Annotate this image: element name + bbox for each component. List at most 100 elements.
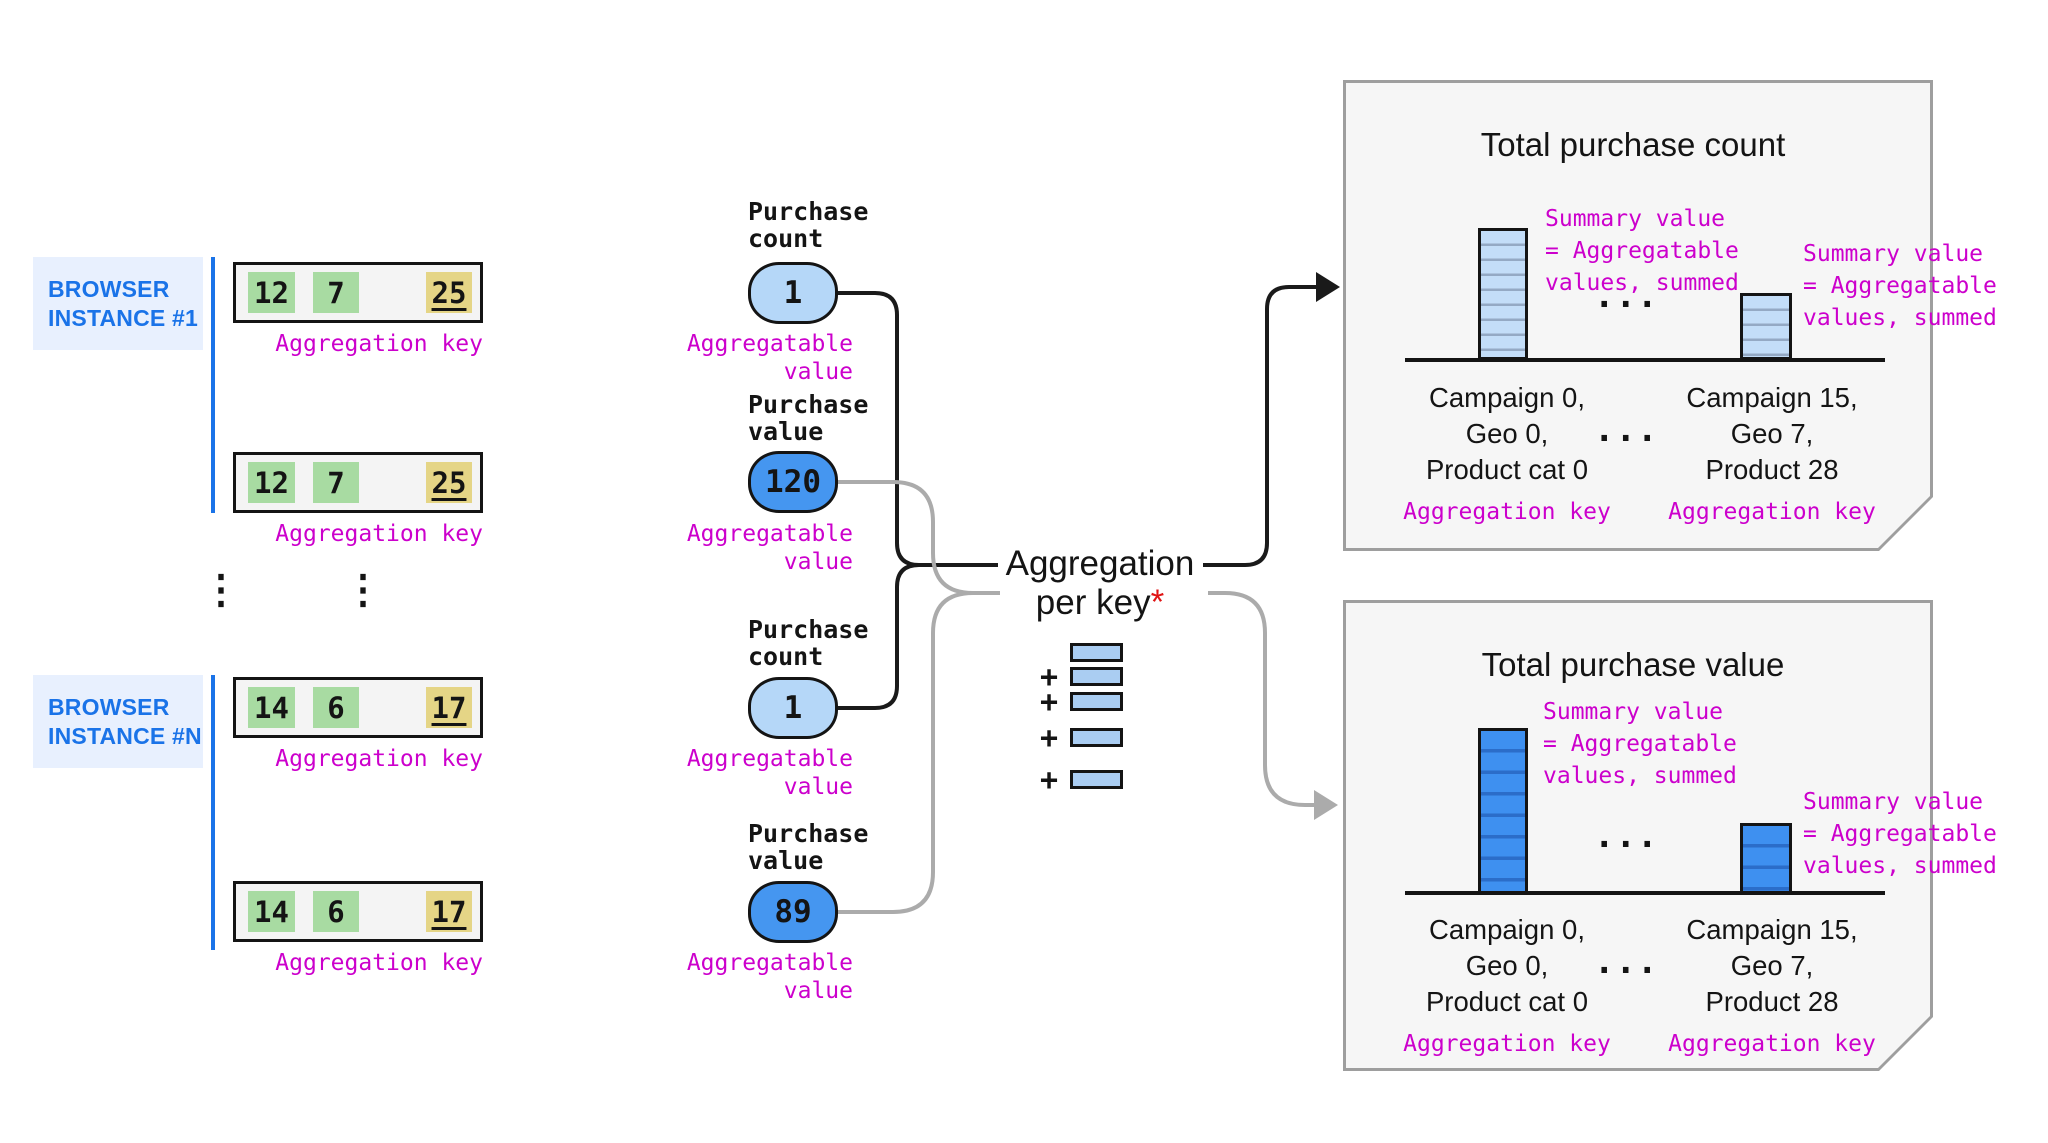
count-key2-label: Campaign 15, Geo 7, Product 28 [1652,380,1892,488]
browser-instance-n-line1: BROWSER [48,694,170,720]
key-cell-geo: 6 [313,891,359,932]
key-cell-campaign: 14 [248,891,295,932]
caption-line: value [783,978,853,1004]
aggregatable-value-caption-1: Aggregatable value [640,330,853,386]
card-background [1346,603,1930,1068]
key-cell-product: 17 [426,891,472,932]
key-cell-value: 14 [254,894,289,929]
summary-note-line: Summary value [1543,699,1724,725]
footnote-asterisk: * [1150,583,1165,622]
key-label-line: Geo 0, [1465,950,1549,981]
browser-instance-1-label: BROWSER INSTANCE #1 [33,257,203,350]
value-bar-key1 [1478,728,1528,895]
ellipsis-vertical-left: ⋮ [201,567,241,613]
metric-title-line: Purchase [748,197,869,226]
summary-note-line: = Aggregatable [1543,731,1737,757]
aggregation-key-caption-2: Aggregation key [275,521,483,547]
key-label-line: Product 28 [1705,986,1839,1017]
count-key2-caption: Aggregation key [1668,499,1876,525]
caption-line: Aggregatable [686,746,853,772]
caption-line: value [783,549,853,575]
summand-bar-4 [1070,728,1123,747]
count-bar-key1 [1478,228,1528,360]
purchase-value-n-value: 89 [774,894,812,930]
total-purchase-count-card [1343,80,1933,551]
purchase-count-1-value: 1 [783,275,803,311]
aggregatable-value-caption-3: Aggregatable value [640,745,853,801]
aggregatable-value-caption-2: Aggregatable value [640,520,853,576]
key-cell-value: 25 [431,465,467,500]
summary-note-value-right: Summary value = Aggregatable values, sum… [1803,786,1997,882]
plus-sign-4: + [1040,763,1059,798]
summary-note-count-right: Summary value = Aggregatable values, sum… [1803,238,1997,334]
count-key1-label: Campaign 0, Geo 0, Product cat 0 [1387,380,1627,488]
summary-note-line: = Aggregatable [1545,238,1739,264]
key-label-line: Campaign 15, [1686,914,1858,945]
summand-bar-5 [1070,770,1123,789]
value-key2-caption: Aggregation key [1668,1031,1876,1057]
browser-instance-1-line1: BROWSER [48,276,170,302]
key-label-line: Campaign 15, [1686,382,1858,413]
key-cell-value: 17 [431,894,467,929]
browser-instance-n-line2: INSTANCE #N [48,723,202,749]
aggregation-key-box-1: 12 7 25 [233,262,483,323]
instance-1-bracket-line [211,257,215,513]
plus-sign-2: + [1040,685,1059,720]
purchase-count-n-value: 1 [783,690,803,726]
aggregation-label-text: per key [1035,583,1151,622]
key-label-line: Product 28 [1705,454,1839,485]
plus-sign-1: + [1040,660,1059,695]
ellipsis-between-count-bars: ... [1594,276,1659,316]
summary-note-line: Summary value [1803,789,1984,815]
purchase-count-1-pill: 1 [748,262,838,324]
connector-count-1 [837,291,998,567]
purchase-value-n-title: Purchase value [748,820,868,874]
aggregation-key-caption-4: Aggregation key [275,950,483,976]
browser-instance-1-line2: INSTANCE #1 [48,305,199,331]
key-cell-geo: 7 [313,272,359,313]
purchase-count-n-pill: 1 [748,677,838,739]
key-cell-campaign: 12 [248,272,295,313]
browser-instance-n-label: BROWSER INSTANCE #N [33,675,203,768]
summand-bar-3 [1070,692,1123,711]
purchase-value-n-pill: 89 [748,881,838,943]
value-key2-label: Campaign 15, Geo 7, Product 28 [1652,912,1892,1020]
summary-note-line: values, summed [1543,763,1737,789]
connector-value-1 [837,480,1000,595]
summary-note-line: Summary value [1545,206,1726,232]
summary-note-line: = Aggregatable [1803,273,1997,299]
key-label-line: Geo 7, [1730,418,1814,449]
arrowhead-value [1314,790,1338,820]
key-cell-value: 6 [327,894,345,929]
metric-title-line: value [748,846,824,875]
connector-to-value-card [1208,591,1314,807]
caption-line: Aggregatable [686,521,853,547]
key-cell-value: 25 [431,275,467,310]
aggregation-key-caption-1: Aggregation key [275,331,483,357]
key-cell-value: 7 [327,465,345,500]
summary-note-line: values, summed [1545,270,1739,296]
aggregation-key-caption-3: Aggregation key [275,746,483,772]
summary-note-line: = Aggregatable [1803,821,1997,847]
metric-title-line: Purchase [748,615,869,644]
aggregation-label-line1: Aggregation [1005,544,1195,583]
connector-value-n [837,591,974,914]
ellipsis-vertical-right: ⋮ [343,567,383,613]
key-label-line: Product cat 0 [1425,986,1589,1017]
arrowhead-count [1316,272,1340,302]
purchase-count-1-title: Purchase count [748,198,868,252]
caption-line: Aggregatable [686,950,853,976]
total-purchase-count-title: Total purchase count [1480,126,1786,163]
metric-title-line: count [748,642,824,671]
card-background [1346,83,1930,548]
count-key1-caption: Aggregation key [1403,499,1611,525]
summary-note-value-left: Summary value = Aggregatable values, sum… [1543,696,1737,792]
aggregation-key-box-2: 12 7 25 [233,452,483,513]
key-cell-product: 25 [426,462,472,503]
key-label-line: Campaign 0, [1429,914,1585,945]
caption-line: value [783,359,853,385]
key-label-line: Geo 0, [1465,418,1549,449]
key-cell-value: 14 [254,690,289,725]
